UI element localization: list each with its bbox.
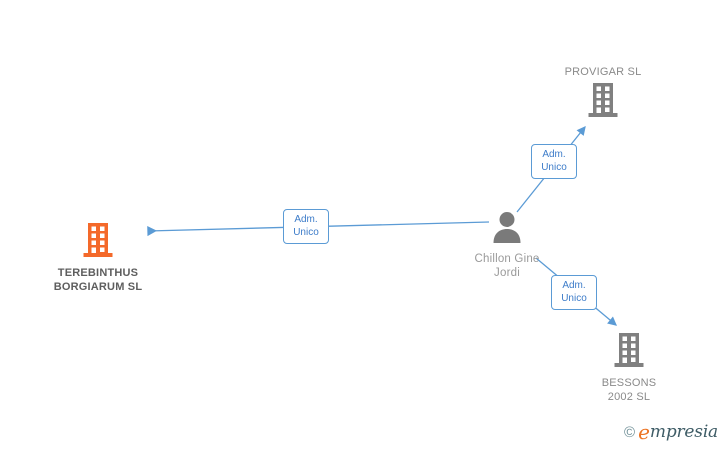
building-icon bbox=[559, 332, 699, 373]
brand-initial: e bbox=[638, 420, 650, 444]
node-label: PROVIGAR SL bbox=[564, 66, 642, 78]
edge-label-provigar[interactable]: Adm. Unico bbox=[531, 144, 577, 179]
building-icon bbox=[28, 222, 168, 263]
node-provigar-sl[interactable] bbox=[533, 82, 673, 123]
empresia-watermark: © e mpresia bbox=[624, 420, 718, 444]
person-icon bbox=[437, 210, 577, 249]
copyright-icon: © bbox=[624, 424, 636, 441]
node-chillon-gine-jordi[interactable]: Chillon Gine Jordi bbox=[437, 210, 577, 280]
node-label: Chillon Gine Jordi bbox=[474, 253, 540, 279]
node-provigar-sl-label-wrap: PROVIGAR SL bbox=[533, 62, 673, 79]
brand-name: mpresia bbox=[649, 422, 718, 442]
node-terebinthus-borgiarum-sl[interactable]: TEREBINTHUS BORGIARUM SL bbox=[28, 222, 168, 294]
edge-label-bessons[interactable]: Adm. Unico bbox=[551, 275, 597, 310]
node-bessons-2002-sl[interactable]: BESSONS 2002 SL bbox=[559, 332, 699, 404]
node-label: TEREBINTHUS BORGIARUM SL bbox=[53, 267, 143, 293]
node-label: BESSONS 2002 SL bbox=[601, 377, 657, 403]
edge-label-terebinthus[interactable]: Adm. Unico bbox=[283, 209, 329, 244]
building-icon bbox=[533, 82, 673, 123]
